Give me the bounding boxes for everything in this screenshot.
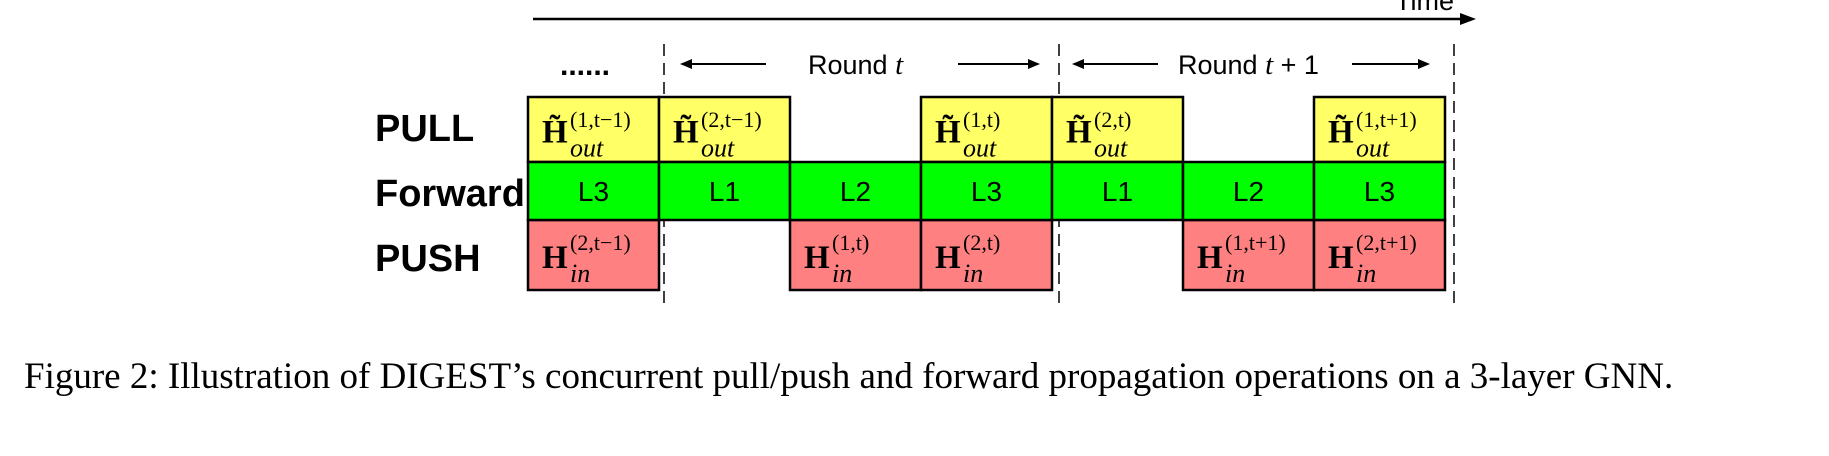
push-cell-1: H(2,t−1) in: [526, 218, 661, 292]
push-cell-4-symbol: H: [1197, 240, 1223, 276]
push-cell-5-subscript: in: [1356, 259, 1376, 288]
forward-cell-box: [919, 160, 1054, 222]
pull-cell-4-subscript: out: [1094, 134, 1128, 163]
push-cell-1-box: [526, 218, 661, 292]
pull-cell-1-symbol: H̃: [542, 113, 568, 150]
pull-cell-5: H̃(1,t+1)out: [1312, 95, 1447, 164]
push-cell-2-superscript: (1,t): [832, 230, 869, 255]
forward-cell-1: L3: [526, 160, 661, 222]
push-cell-4-superscript: (1,t+1): [1225, 230, 1286, 255]
round-t-span: Round t: [680, 49, 1040, 81]
forward-cell-3: L2: [788, 160, 923, 222]
pull-cell-5-box: [1312, 95, 1447, 164]
ellipsis-label: ......: [560, 49, 610, 82]
pull-cell-5-subscript: out: [1356, 134, 1390, 163]
forward-cell-4: L3: [919, 160, 1054, 222]
push-cell-1-superscript: (2,t−1): [570, 230, 631, 255]
push-cell-5: H(2,t+1) in: [1312, 218, 1447, 292]
pull-cell-1-subscript: out: [570, 134, 604, 163]
push-cell-2: H(1,t) in: [788, 218, 923, 292]
forward-cell-label: L1: [1102, 176, 1133, 207]
round-t1-right-arrowhead: [1418, 59, 1430, 69]
forward-cell-6: L2: [1181, 160, 1316, 222]
row-label-push: PUSH: [375, 238, 481, 280]
time-axis-arrowhead: [1460, 13, 1476, 25]
forward-cell-label: L3: [971, 176, 1002, 207]
pull-cell-3-superscript: (1,t): [963, 107, 1000, 132]
round-t-left-arrowhead: [680, 59, 692, 69]
push-cell-4-box: [1181, 218, 1316, 292]
forward-cell-box: [788, 160, 923, 222]
forward-cell-label: L3: [578, 176, 609, 207]
push-cell-4: H(1,t+1) in: [1181, 218, 1316, 292]
pull-cell-4-symbol: H̃: [1066, 113, 1092, 150]
push-cell-3: H(2,t) in: [919, 218, 1054, 292]
pull-cell-2-symbol: H̃: [673, 113, 699, 150]
row-label-pull: PULL: [375, 108, 474, 150]
round-t1-span: Round t + 1: [1072, 49, 1430, 81]
forward-cell-label: L2: [1233, 176, 1264, 207]
push-cell-1-symbol: H: [542, 240, 568, 276]
push-cell-3-box: [919, 218, 1054, 292]
round-t1-label: Round t + 1: [1178, 49, 1319, 81]
pull-cell-1: H̃(1,t−1)out: [526, 95, 661, 164]
pull-cell-2-box: [657, 95, 792, 164]
push-cell-5-box: [1312, 218, 1447, 292]
forward-cell-label: L3: [1364, 176, 1395, 207]
push-cell-5-superscript: (2,t+1): [1356, 230, 1417, 255]
pull-cell-4: H̃(2,t)out: [1050, 95, 1185, 164]
time-axis-label: Time: [1395, 0, 1454, 16]
round-t-right-arrowhead: [1028, 59, 1040, 69]
forward-cell-box: [526, 160, 661, 222]
pull-cell-3-symbol: H̃: [935, 113, 961, 150]
pull-cell-3: H̃(1,t)out: [919, 95, 1054, 164]
push-cell-4-subscript: in: [1225, 259, 1245, 288]
pull-cell-3-subscript: out: [963, 134, 997, 163]
figure-caption: Figure 2: Illustration of DIGEST’s concu…: [24, 356, 1673, 397]
forward-cell-5: L1: [1050, 160, 1185, 222]
pull-cell-3-box: [919, 95, 1054, 164]
forward-cell-7: L3: [1312, 160, 1447, 222]
pull-cell-2-superscript: (2,t−1): [701, 107, 762, 132]
round-t1-left-arrowhead: [1072, 59, 1084, 69]
push-cell-1-subscript: in: [570, 259, 590, 288]
pull-cell-2: H̃(2,t−1)out: [657, 95, 792, 164]
pull-cell-5-symbol: H̃: [1328, 113, 1354, 150]
forward-cell-2: L1: [657, 160, 792, 222]
push-cell-2-subscript: in: [832, 259, 852, 288]
pull-cell-5-superscript: (1,t+1): [1356, 107, 1417, 132]
forward-row: L3 L1 L2 L3 L1 L2 L3: [526, 160, 1447, 222]
forward-cell-label: L2: [840, 176, 871, 207]
forward-cell-box: [1181, 160, 1316, 222]
push-cell-5-symbol: H: [1328, 240, 1354, 276]
round-t-label: Round t: [808, 49, 904, 81]
push-cell-2-symbol: H: [804, 240, 830, 276]
push-cell-3-subscript: in: [963, 259, 983, 288]
push-cell-3-symbol: H: [935, 240, 961, 276]
forward-cell-label: L1: [709, 176, 740, 207]
push-cell-3-superscript: (2,t): [963, 230, 1000, 255]
row-label-forward: Forward: [375, 173, 525, 215]
pull-cell-2-subscript: out: [701, 134, 735, 163]
pull-cell-4-superscript: (2,t): [1094, 107, 1131, 132]
pull-cell-1-superscript: (1,t−1): [570, 107, 631, 132]
forward-cell-box: [1312, 160, 1447, 222]
